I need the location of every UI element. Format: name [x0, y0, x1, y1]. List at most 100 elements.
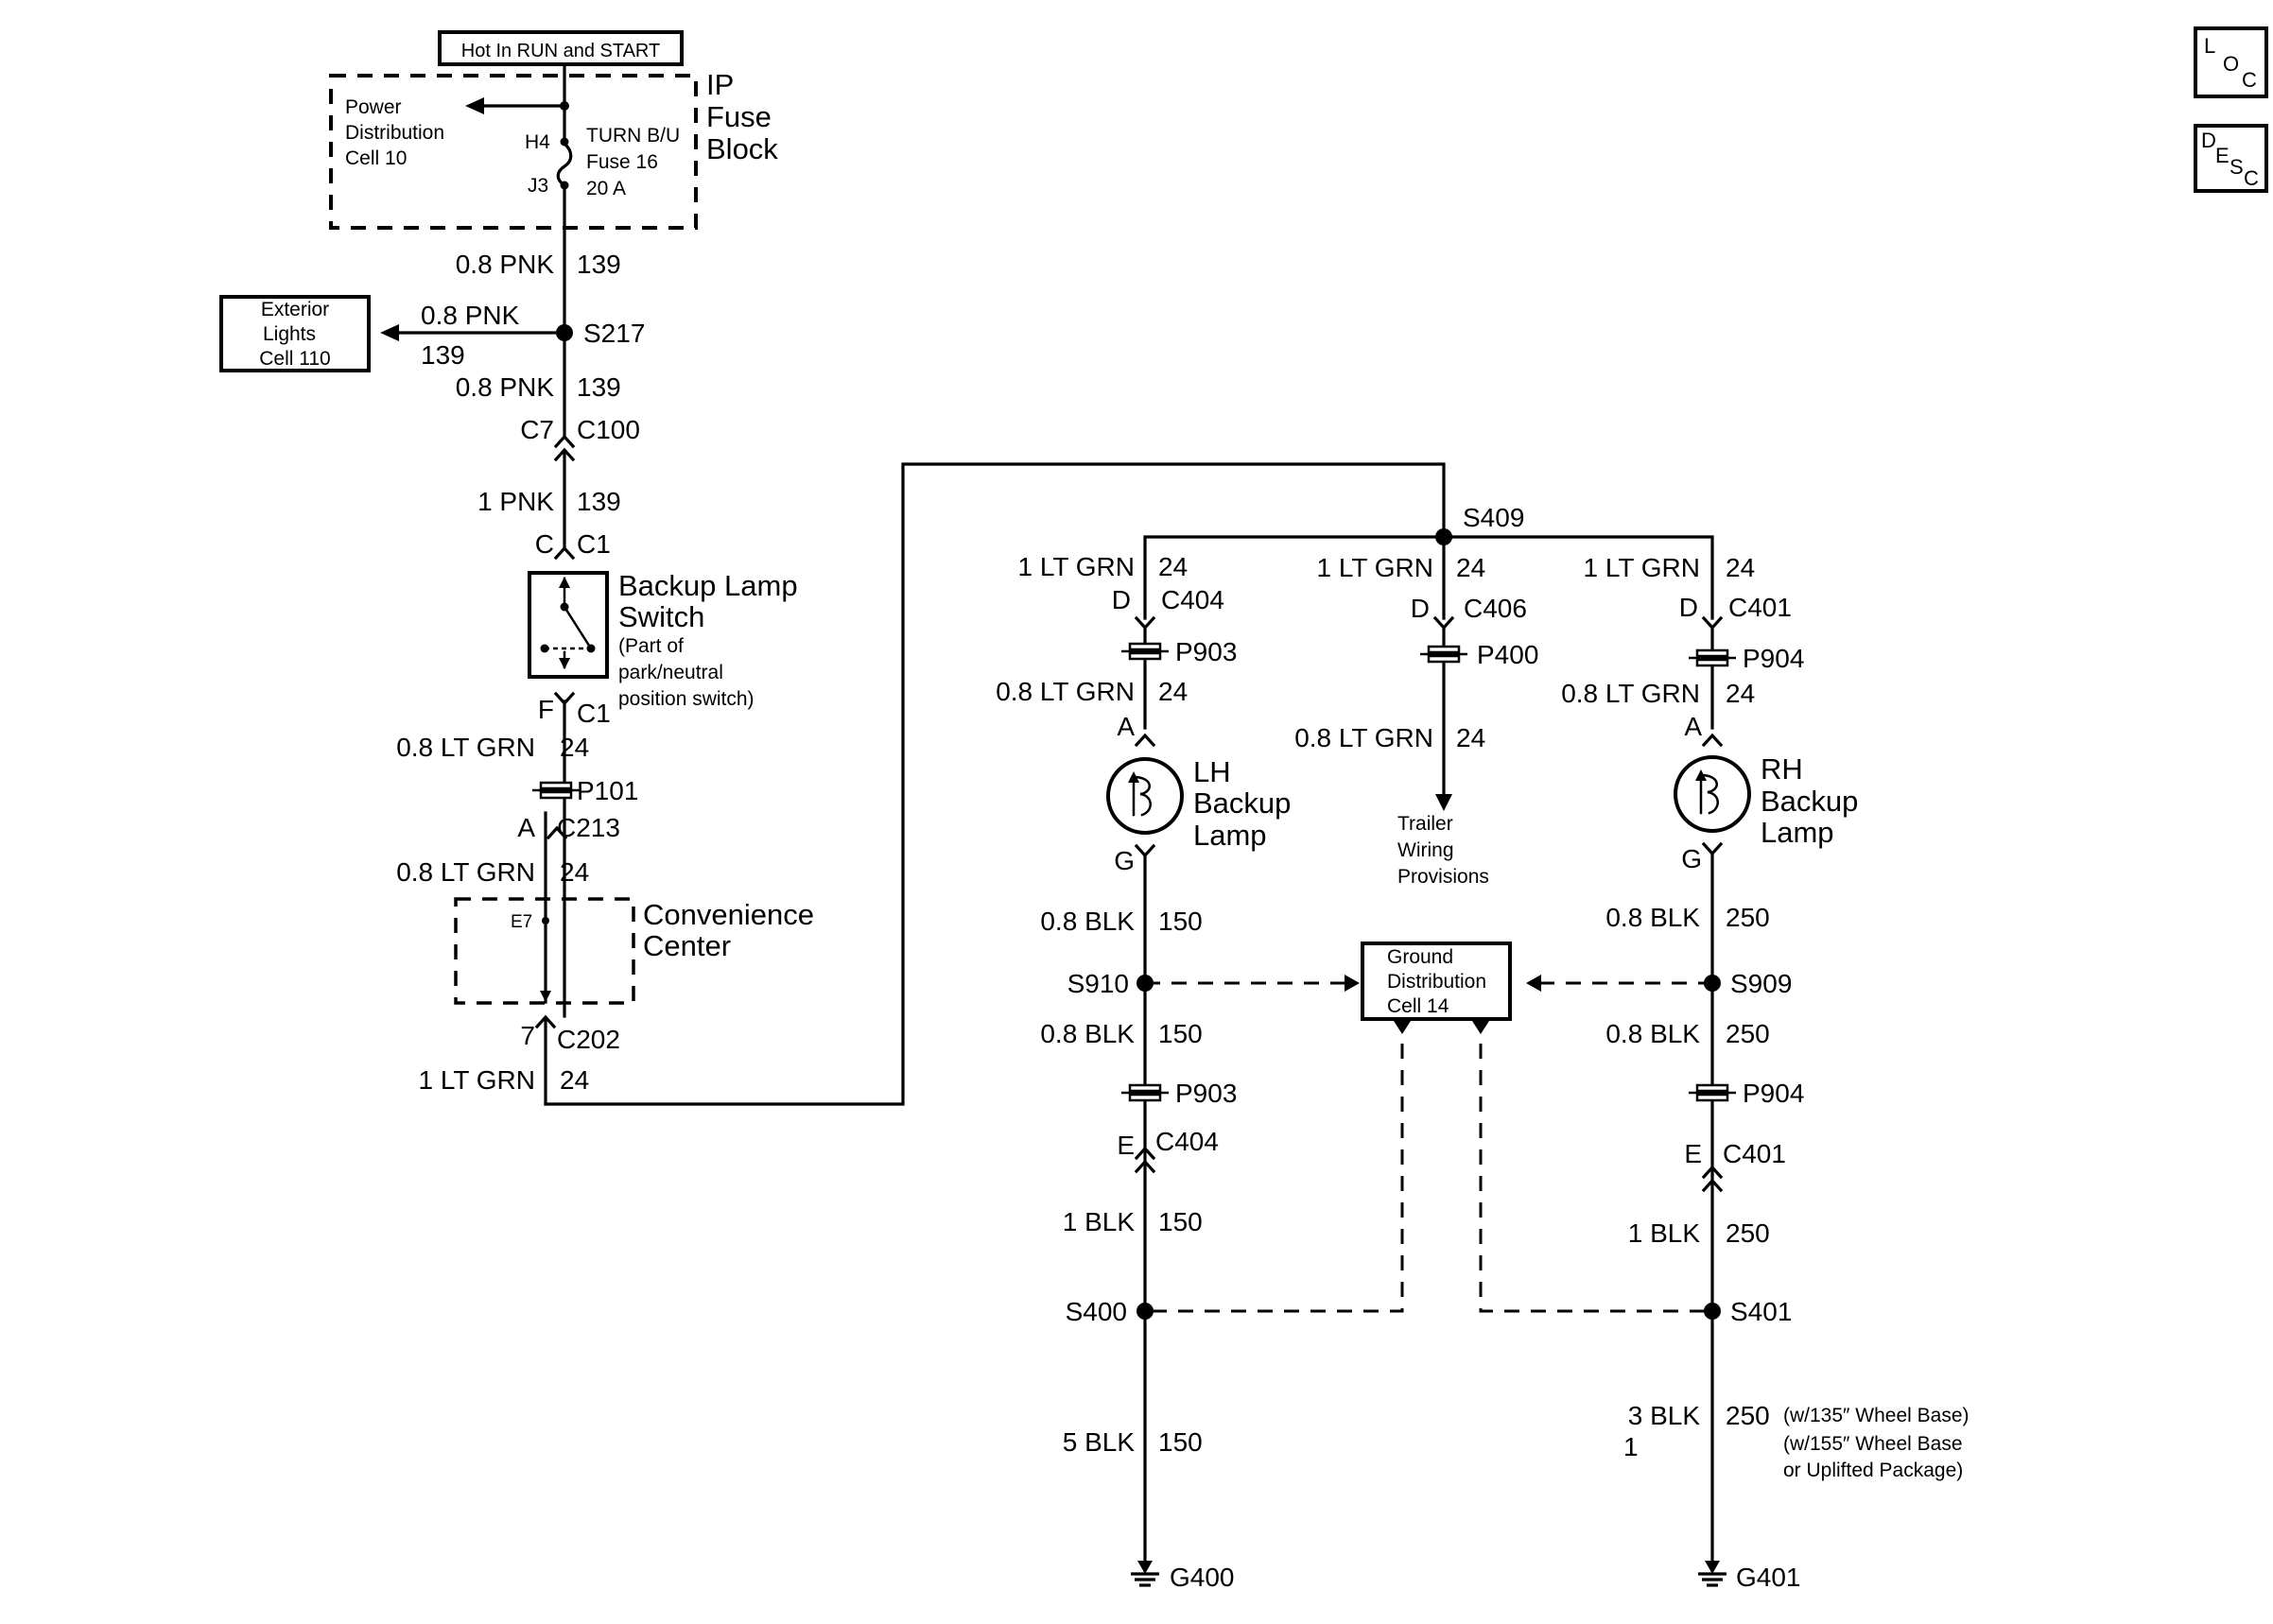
- svg-text:D: D: [2201, 129, 2216, 152]
- wire-6-circuit: 24: [560, 857, 589, 887]
- wire-7-circuit: 24: [560, 1065, 589, 1095]
- lh-wire-1-circuit: 24: [1158, 552, 1188, 581]
- trailer-label-3: Provisions: [1397, 866, 1489, 888]
- lh-p903-top-label: P903: [1175, 637, 1237, 666]
- rh-connector-c401-top: C401: [1728, 593, 1792, 622]
- rh-p904-bottom-icon: [1695, 1083, 1729, 1093]
- splice-s909: [1704, 975, 1721, 992]
- rh-wire-3-circuit: 250: [1726, 903, 1770, 932]
- rh-wire-6-gauge: 3 BLK: [1628, 1401, 1701, 1430]
- rh-wire-1-circuit: 24: [1726, 553, 1755, 582]
- desc-icon[interactable]: D E S C: [2194, 124, 2268, 193]
- svg-text:S: S: [2230, 155, 2244, 179]
- svg-text:C: C: [2242, 68, 2257, 92]
- rh-pin-d: D: [1679, 593, 1698, 622]
- lh-pin-g: G: [1114, 846, 1135, 875]
- lh-wire-6-gauge: 5 BLK: [1063, 1427, 1136, 1457]
- lh-wire-4-gauge: 0.8 BLK: [1040, 1019, 1135, 1048]
- lh-connector-c404-bottom: C404: [1155, 1127, 1219, 1156]
- lh-wire-1-gauge: 1 LT GRN: [1018, 552, 1135, 581]
- pin-a-c213: A: [517, 813, 535, 842]
- lh-wire-3-gauge: 0.8 BLK: [1040, 907, 1135, 936]
- pin-7-c202: 7: [520, 1021, 535, 1050]
- ground-distribution-box: [1361, 942, 1512, 1021]
- ip-fuse-block-outline: [329, 74, 698, 230]
- wire-1-circuit: 139: [577, 250, 621, 279]
- exterior-lights-label-1: Exterior: [261, 299, 329, 320]
- p101-label: P101: [577, 776, 638, 805]
- trailer-p400-label: P400: [1477, 640, 1538, 669]
- rh-lamp-filament-icon: [1699, 773, 1719, 815]
- wire-2-gauge: 0.8 PNK: [421, 301, 520, 330]
- splice-s217-label: S217: [583, 319, 645, 348]
- fuse-label-3: 20 A: [586, 178, 626, 199]
- svg-text:E: E: [2215, 144, 2230, 167]
- rh-p904-top-icon: [1695, 648, 1729, 658]
- exterior-lights-box: [219, 295, 371, 372]
- connector-c100-label: C100: [577, 415, 640, 444]
- pdc-label-1: Power: [345, 96, 402, 118]
- rh-connector-c401-bottom: C401: [1723, 1139, 1786, 1168]
- trailer-wire-1-gauge: 1 LT GRN: [1317, 553, 1433, 582]
- hot-in-run-start-label: Hot In RUN and START: [461, 41, 660, 61]
- rh-wire-6-alt-gauge: 1: [1623, 1432, 1639, 1461]
- ground-dist-label-1: Ground: [1387, 946, 1453, 968]
- splice-s409-label: S409: [1463, 503, 1524, 532]
- trailer-connector-c406: C406: [1464, 594, 1527, 623]
- lh-pin-e: E: [1117, 1131, 1135, 1160]
- rh-p904-bottom-label: P904: [1743, 1079, 1804, 1108]
- pdc-label-2: Distribution: [345, 122, 444, 144]
- trailer-wire-1-circuit: 24: [1456, 553, 1485, 582]
- fuse-pin-j3: J3: [528, 175, 548, 197]
- rh-wire-5-circuit: 250: [1726, 1218, 1770, 1248]
- loc-icon[interactable]: L O C: [2194, 26, 2268, 98]
- connector-c1-top-label: C1: [577, 529, 611, 559]
- rh-pin-e: E: [1684, 1139, 1702, 1168]
- connector-c1-bottom-label: C1: [577, 699, 611, 728]
- lh-wire-2-circuit: 24: [1158, 677, 1188, 706]
- wire-7-gauge: 1 LT GRN: [419, 1065, 535, 1095]
- trailer-wire-2-circuit: 24: [1456, 723, 1485, 752]
- rh-wire-4-gauge: 0.8 BLK: [1605, 1019, 1700, 1048]
- rh-wire-2-circuit: 24: [1726, 679, 1755, 708]
- lh-wire-6-circuit: 150: [1158, 1427, 1203, 1457]
- p101-icon: [539, 781, 573, 790]
- trailer-label-2: Wiring: [1397, 839, 1454, 861]
- wire-3-circuit: 139: [577, 372, 621, 402]
- connector-c100-icon: [553, 434, 576, 462]
- hot-in-run-start-box: [438, 30, 684, 66]
- trailer-wire-2-gauge: 0.8 LT GRN: [1294, 723, 1433, 752]
- convenience-center-label-1: Convenience: [643, 898, 814, 931]
- trailer-label-1: Trailer: [1397, 813, 1453, 835]
- fuse-label-2: Fuse 16: [586, 151, 658, 173]
- switch-note-3: position switch): [618, 688, 755, 710]
- exterior-lights-label-2: Lights: [263, 323, 316, 345]
- connector-c213-label: C213: [557, 813, 620, 842]
- splice-s401-label: S401: [1730, 1297, 1792, 1326]
- wire-2-circuit: 139: [421, 340, 465, 370]
- lh-wire-5-gauge: 1 BLK: [1063, 1207, 1136, 1236]
- trailer-arrow-icon: [1435, 794, 1452, 811]
- ground-dist-label-2: Distribution: [1387, 971, 1486, 993]
- lh-lamp-filament-icon: [1132, 775, 1152, 817]
- switch-note-2: park/neutral: [618, 662, 723, 683]
- convenience-center-label-2: Center: [643, 929, 731, 962]
- ground-dist-label-3: Cell 14: [1387, 995, 1449, 1017]
- connector-c202-label: C202: [557, 1025, 620, 1054]
- trailer-p400-icon: [1427, 645, 1461, 654]
- ground-g400-icon: [1131, 1561, 1159, 1587]
- switch-label-2: Switch: [618, 600, 704, 633]
- splice-s400-label: S400: [1066, 1297, 1127, 1326]
- lh-pin-d: D: [1112, 585, 1131, 614]
- rh-lamp-label-1: RH: [1761, 752, 1803, 786]
- rh-pin-g: G: [1681, 844, 1702, 873]
- rh-wire-3-gauge: 0.8 BLK: [1605, 903, 1700, 932]
- lh-lamp-label-3: Lamp: [1193, 819, 1267, 852]
- lh-pin-a: A: [1117, 712, 1135, 741]
- ground-g400-label: G400: [1170, 1563, 1235, 1592]
- splice-s910-label: S910: [1067, 969, 1129, 998]
- rh-wire-2-gauge: 0.8 LT GRN: [1561, 679, 1700, 708]
- ground-g401-label: G401: [1736, 1563, 1801, 1592]
- lh-p903-top-icon: [1128, 642, 1162, 651]
